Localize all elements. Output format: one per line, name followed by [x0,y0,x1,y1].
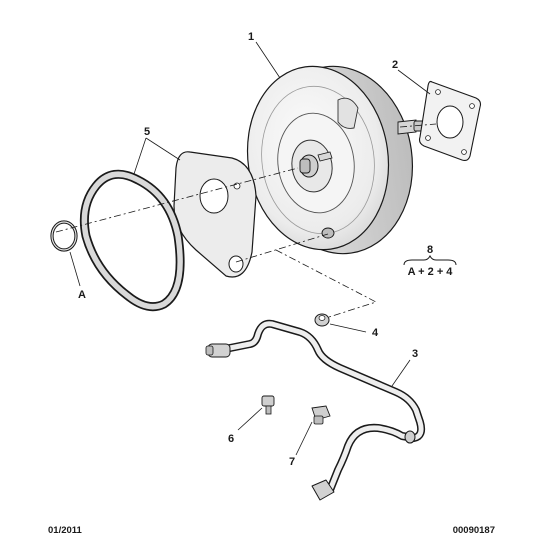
grommet [314,313,330,327]
callout-6: 6 [228,433,234,445]
leader-lines [69,41,431,456]
vacuum-pipe [205,319,426,501]
triangular-seal-ring [79,169,185,312]
callout-1: 1 [248,31,254,43]
pipe-clip-7 [311,405,331,425]
footer-reference-number: 00090187 [452,525,495,536]
callout-7: 7 [289,456,295,468]
callout-2: 2 [392,59,398,71]
front-gasket-plate [173,151,257,278]
callout-5: 5 [144,126,150,138]
callout-4: 4 [372,327,379,339]
footer-date: 01/2011 [48,525,82,536]
rear-gasket [418,80,482,162]
kit-brace [403,254,457,266]
pipe-clip-6 [261,395,275,415]
assembly-axis-lines [55,123,437,319]
callout-8: 8 [427,244,433,256]
o-ring [50,220,78,252]
brake-booster [246,65,429,255]
callout-A: A [78,289,86,301]
callout-3: 3 [412,348,418,360]
kit-composition-label: A + 2 + 4 [408,266,454,278]
